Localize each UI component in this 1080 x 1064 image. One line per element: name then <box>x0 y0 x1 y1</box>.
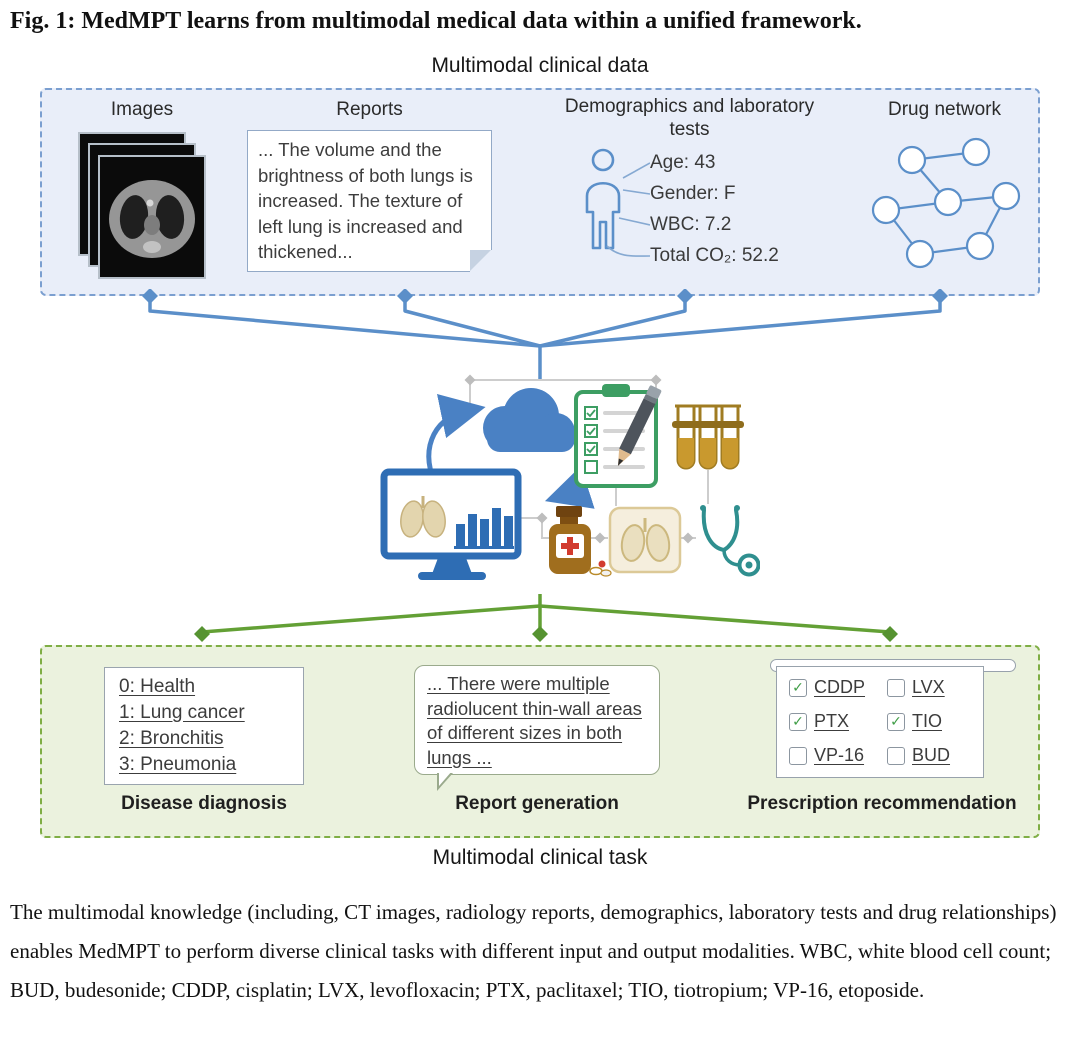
checkbox-icon <box>887 746 905 765</box>
demographics-column-label: Demographics and laboratory tests <box>564 96 815 140</box>
generated-report-text: ... There were multiple radiolucent thin… <box>427 673 642 768</box>
radiology-report-card: ... The volume and the brightness of bot… <box>247 130 492 272</box>
model-to-task-connector <box>194 594 898 642</box>
multimodal-data-panel: Images Reports Demographics and laborato… <box>40 88 1040 296</box>
blue-diamond-nodes <box>142 289 948 304</box>
ct-scan-icon <box>100 157 204 277</box>
drug-network-column-label: Drug network <box>888 99 1001 120</box>
drug-label: TIO <box>912 711 942 731</box>
prescription-task-label: Prescription recommendation <box>747 793 1017 814</box>
checkbox-icon: ✓ <box>789 712 807 731</box>
drug-label: VP-16 <box>814 745 865 765</box>
diagnosis-option: 0: Health <box>119 676 196 697</box>
figure-title: Fig. 1: MedMPT learns from multimodal me… <box>10 8 862 34</box>
lab-wbc: WBC: 7.2 <box>650 214 732 235</box>
monitor-analytics-icon <box>380 468 522 580</box>
checkmark-icon: ✓ <box>792 678 804 695</box>
ct-slice-front <box>98 155 206 279</box>
medmpt-framework-illustration <box>380 374 760 580</box>
demographic-gender: Gender: F <box>650 183 736 204</box>
radiology-report-text: ... The volume and the brightness of bot… <box>258 139 473 262</box>
prescription-card: ✓ CDDP ✓ PTX VP-16 LVX ✓ TIO BUD <box>776 666 984 778</box>
drug-network-graph <box>871 137 1021 269</box>
screen-lungs-icon <box>400 496 446 538</box>
screen-bar-chart-icon <box>454 508 514 549</box>
patient-icon <box>585 148 650 257</box>
stethoscope-icon <box>700 505 760 577</box>
drug-option-lvx: LVX <box>887 677 945 698</box>
diagnosis-option: 3: Pneumonia <box>119 754 237 775</box>
drug-label: CDDP <box>814 677 866 697</box>
test-tubes-icon <box>672 404 744 470</box>
gray-diamond-nodes <box>464 374 694 544</box>
pills-icon <box>589 560 612 577</box>
drug-option-bud: BUD <box>887 745 950 766</box>
drug-option-tio: ✓ TIO <box>887 711 942 732</box>
checkmark-icon: ✓ <box>890 712 902 729</box>
diagnosis-option: 1: Lung cancer <box>119 702 245 723</box>
checklist-icon <box>574 384 662 488</box>
drug-option-vp16: VP-16 <box>789 745 864 766</box>
drug-option-cddp: ✓ CDDP <box>789 677 865 698</box>
diagnosis-option: 2: Bronchitis <box>119 728 224 749</box>
ct-scan-stack <box>78 132 208 282</box>
speech-tail-inner <box>439 771 452 786</box>
cloud-icon <box>483 388 575 452</box>
data-to-model-connector <box>142 289 948 381</box>
pencil-icon <box>617 385 662 466</box>
reports-column-label: Reports <box>336 99 403 120</box>
images-column-label: Images <box>110 99 174 120</box>
demographic-connector-lines <box>606 162 650 257</box>
medicine-bottle-icon <box>549 506 612 577</box>
checkmark-icon: ✓ <box>792 712 804 729</box>
drug-node-icons <box>871 137 1021 269</box>
checkbox-icon <box>789 746 807 765</box>
drug-label: LVX <box>912 677 945 697</box>
task-section-heading: Multimodal clinical task <box>432 846 648 869</box>
diagnosis-options-card: 0: Health 1: Lung cancer 2: Bronchitis 3… <box>104 667 304 785</box>
lab-total-co2: Total CO₂: 52.2 <box>650 245 779 266</box>
drug-label: BUD <box>912 745 951 765</box>
drug-label: PTX <box>814 711 850 731</box>
drug-option-ptx: ✓ PTX <box>789 711 849 732</box>
checkbox-icon: ✓ <box>887 712 905 731</box>
green-diamond-nodes <box>194 626 898 642</box>
demographic-age: Age: 43 <box>650 152 716 173</box>
diagnosis-task-label: Disease diagnosis <box>121 793 287 814</box>
checkbox-icon <box>887 678 905 697</box>
data-section-heading: Multimodal clinical data <box>431 54 649 77</box>
multimodal-task-panel: 0: Health 1: Lung cancer 2: Bronchitis 3… <box>40 645 1040 838</box>
generated-report-bubble: ... There were multiple radiolucent thin… <box>414 665 660 791</box>
chest-xray-icon <box>608 506 682 574</box>
figure-caption: The multimodal knowledge (including, CT … <box>10 900 1057 1002</box>
checkbox-icon: ✓ <box>789 678 807 697</box>
report-task-label: Report generation <box>455 793 619 814</box>
